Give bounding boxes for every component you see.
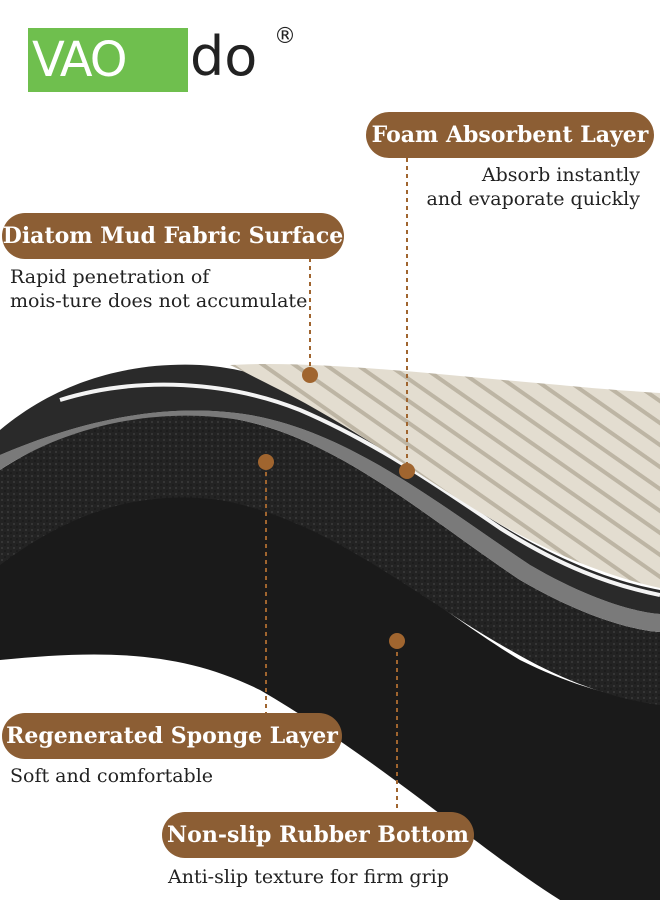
sponge-layer [0, 413, 660, 705]
rubber-marker-dot [389, 633, 405, 649]
fabric-grey-layer [0, 410, 660, 632]
diatom-layer-desc-line2: mois-ture does not accumulate [10, 290, 308, 312]
rubber-layer-desc: Anti-slip texture for firm grip [168, 866, 449, 888]
sponge-marker-dot [258, 454, 274, 470]
foam-marker-dot [399, 463, 415, 479]
diatom-layer-title: Diatom Mud Fabric Surface [2, 213, 344, 259]
logo-green-box: VAO [28, 28, 188, 92]
sponge-layer-desc: Soft and comfortable [10, 765, 214, 787]
rubber-bottom-layer [0, 490, 660, 900]
foam-layer-desc-line2: and evaporate quickly [426, 188, 640, 210]
foam-absorbent-ribbed-layer [230, 364, 660, 588]
sponge-layer-title: Regenerated Sponge Layer [2, 713, 342, 759]
foam-layer-title: Foam Absorbent Layer [366, 112, 654, 158]
rubber-layer-title: Non-slip Rubber Bottom [162, 812, 474, 858]
diatom-layer-desc-line1: Rapid penetration of [10, 266, 210, 288]
registered-mark: ® [274, 24, 296, 49]
white-edge-line [59, 382, 660, 597]
logo-text-tail: do [190, 25, 258, 88]
brand-logo: VAO do ® [28, 24, 308, 98]
diatom-marker-dot [302, 367, 318, 383]
foam-layer-desc-line1: Absorb instantly [481, 164, 640, 186]
